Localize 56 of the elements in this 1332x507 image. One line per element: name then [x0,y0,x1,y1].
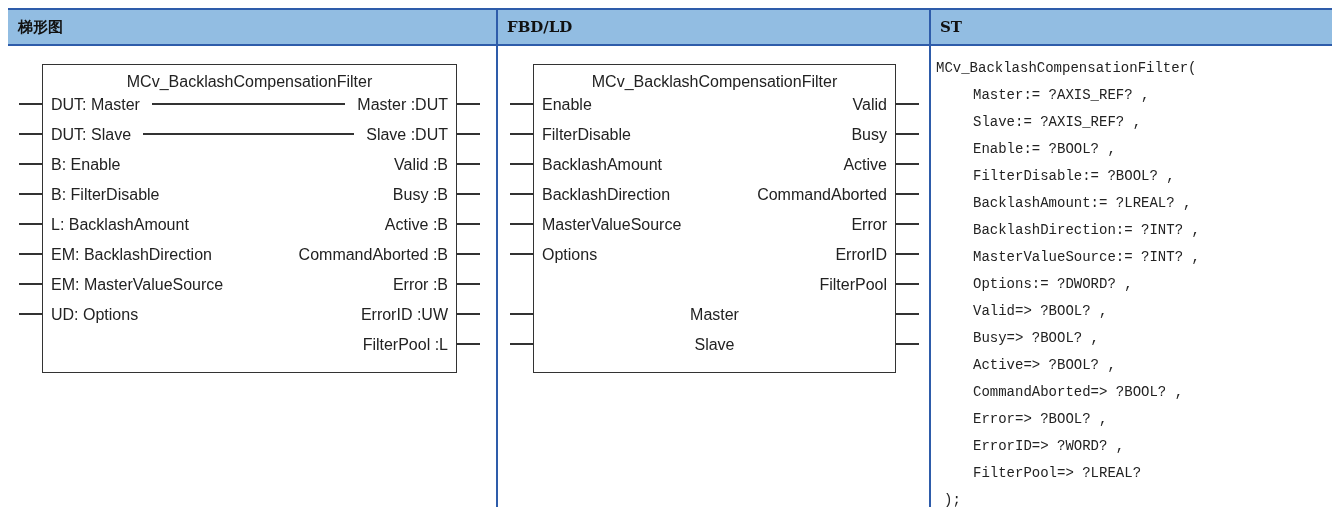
pin-label: Valid [852,96,887,114]
code-line: ); [944,492,961,507]
code-line: MCv_BacklashCompensationFilter( [936,60,1197,76]
code-line: Active=> ?BOOL? , [973,357,1116,373]
function-block [42,64,457,373]
block-title: MCv_BacklashCompensationFilter [590,73,839,91]
code-line: Master:= ?AXIS_REF? , [973,87,1150,103]
code-line: Enable:= ?BOOL? , [973,141,1116,157]
pin-label: Busy [851,126,887,144]
pin-label: UD: Options [51,306,139,324]
pin-label: Slave [693,336,736,354]
pin-label: BacklashDirection [542,186,671,204]
pin-label: EM: MasterValueSource [51,276,224,294]
code-line: CommandAborted=> ?BOOL? , [973,384,1184,400]
pin-label: FilterPool :L [362,336,448,354]
column-header: FBD/LD [497,8,930,46]
block-title: MCv_BacklashCompensationFilter [125,73,374,91]
pin-label: Busy :B [392,186,448,204]
code-line: Busy=> ?BOOL? , [973,330,1100,346]
pin-label: CommandAborted [757,186,887,204]
pin-label: Master :DUT [357,96,448,114]
pin-label: B: FilterDisable [51,186,160,204]
code-line: Slave:= ?AXIS_REF? , [973,114,1142,130]
function-block [533,64,896,373]
column-header: ST [930,8,1332,46]
pin-label: FilterPool [819,276,887,294]
pin-label: MasterValueSource [542,216,682,234]
column-header: 梯形图 [8,8,497,46]
pin-label: DUT: Master [51,96,140,114]
code-line: Options:= ?DWORD? , [973,276,1133,292]
pin-label: Slave :DUT [366,126,448,144]
pin-label: EM: BacklashDirection [51,246,212,264]
pin-label: CommandAborted :B [298,246,448,264]
pin-label: Active [843,156,887,174]
pin-label: BacklashAmount [542,156,663,174]
code-line: FilterDisable:= ?BOOL? , [973,168,1175,184]
code-line: BacklashDirection:= ?INT? , [973,222,1200,238]
pin-label: Error :B [392,276,448,294]
pin-label: Valid :B [394,156,448,174]
pin-label: L: BacklashAmount [51,216,189,234]
code-line: Valid=> ?BOOL? , [973,303,1108,319]
code-line: ErrorID=> ?WORD? , [973,438,1125,454]
pin-label: Options [542,246,598,264]
pin-label: DUT: Slave [51,126,132,144]
pin-label: Active :B [384,216,448,234]
pin-label: Master [689,306,740,324]
pin-label: Enable [542,96,592,114]
code-line: Error=> ?BOOL? , [973,411,1108,427]
code-line: BacklashAmount:= ?LREAL? , [973,195,1192,211]
pin-label: B: Enable [51,156,121,174]
pin-label: FilterDisable [542,126,631,144]
pin-label: ErrorID [835,246,887,264]
code-line: MasterValueSource:= ?INT? , [973,249,1200,265]
pin-label: Error [851,216,887,234]
code-line: FilterPool=> ?LREAL? [973,465,1142,481]
pin-label: ErrorID :UW [360,306,448,324]
